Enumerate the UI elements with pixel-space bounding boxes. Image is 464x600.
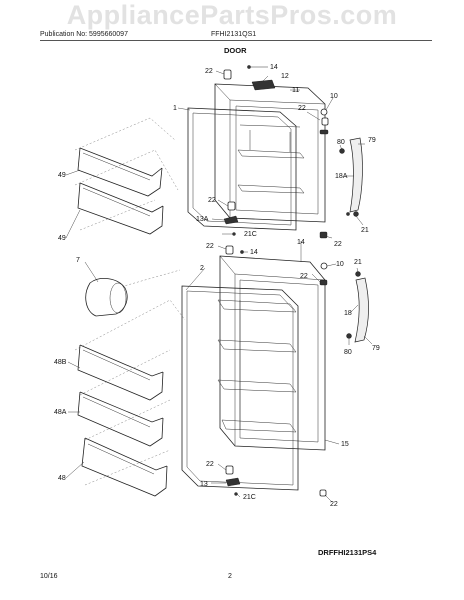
callout-22: 22: [205, 68, 213, 75]
door-shelf-48: [81, 437, 168, 497]
hinge-pin-22-upper-b: [319, 117, 329, 135]
door-shelf-48b: [77, 344, 164, 401]
callout-79: 79: [368, 137, 376, 144]
shelf-guide-lines: [74, 117, 186, 486]
callout-labels: 22 14 12 11 1 10 22 80 79 18A 21 49 49 2…: [54, 64, 380, 508]
callout-2: 2: [200, 265, 204, 272]
callout-80: 80: [337, 139, 345, 146]
section-title: DOOR: [224, 46, 247, 55]
callout-12: 12: [281, 73, 289, 80]
callout-48: 48: [58, 475, 66, 482]
door-shelf-49-upper: [77, 147, 163, 197]
callout-10: 10: [336, 261, 344, 268]
callout-48a: 48A: [54, 409, 67, 416]
footer-date: 10/16: [40, 573, 58, 580]
callout-22: 22: [330, 501, 338, 508]
callout-11: 11: [292, 87, 299, 94]
callout-80: 80: [344, 349, 352, 356]
page-number: 2: [228, 573, 232, 580]
watermark: AppliancePartsPros.com: [66, 0, 398, 30]
callout-22: 22: [208, 197, 216, 204]
freezer-gasket: [187, 107, 297, 231]
callout-22: 22: [206, 243, 214, 250]
hinge-lower-parts: [225, 108, 328, 497]
fresh-food-door-outer: [219, 255, 326, 451]
freezer-door-inner-shelves: [237, 124, 305, 194]
callout-22: 22: [298, 105, 306, 112]
callout-22: 22: [300, 273, 308, 280]
freezer-door-outer: [214, 83, 326, 223]
header-rule: [40, 40, 432, 41]
door-shelf-49-lower: [77, 182, 164, 235]
callout-21c: 21C: [244, 231, 257, 238]
door-shelf-48a: [77, 391, 164, 447]
callout-49: 49: [58, 172, 66, 179]
callout-21c: 21C: [243, 494, 256, 501]
diagram-code: DRFFHI2131PS4: [318, 548, 377, 557]
dairy-door-7: [85, 278, 128, 317]
callout-1: 1: [173, 105, 177, 112]
model-number: FFHI2131QS1: [211, 31, 257, 38]
part-14-screw-upper: [247, 65, 268, 69]
callout-13a: 13A: [196, 216, 209, 223]
callout-22: 22: [334, 241, 342, 248]
callout-79: 79: [372, 345, 380, 352]
fresh-food-door-bins: [217, 299, 297, 433]
callout-21: 21: [354, 259, 362, 266]
callout-48b: 48B: [54, 359, 67, 366]
hinge-pin-22-upper-a: [223, 69, 232, 80]
callout-13: 13: [200, 481, 208, 488]
callout-22: 22: [206, 461, 214, 468]
freezer-handle: [339, 137, 363, 217]
callout-14: 14: [297, 239, 305, 246]
callout-15: 15: [341, 441, 349, 448]
part-12-trim: [251, 79, 276, 91]
hinge-22-mid: [227, 201, 328, 239]
callout-14: 14: [250, 249, 258, 256]
callout-7: 7: [76, 257, 80, 264]
callout-10: 10: [330, 93, 338, 100]
callout-21: 21: [361, 227, 369, 234]
callout-18a: 18A: [335, 173, 348, 180]
leader-lines: [65, 70, 373, 503]
fresh-food-handle: [346, 271, 369, 343]
callout-18: 18: [344, 310, 352, 317]
publication-number: Publication No: 5995660097: [40, 31, 128, 38]
fresh-food-gasket: [181, 285, 299, 491]
callout-14: 14: [270, 64, 278, 71]
hinge-13a: [223, 215, 239, 236]
callout-49: 49: [58, 235, 66, 242]
